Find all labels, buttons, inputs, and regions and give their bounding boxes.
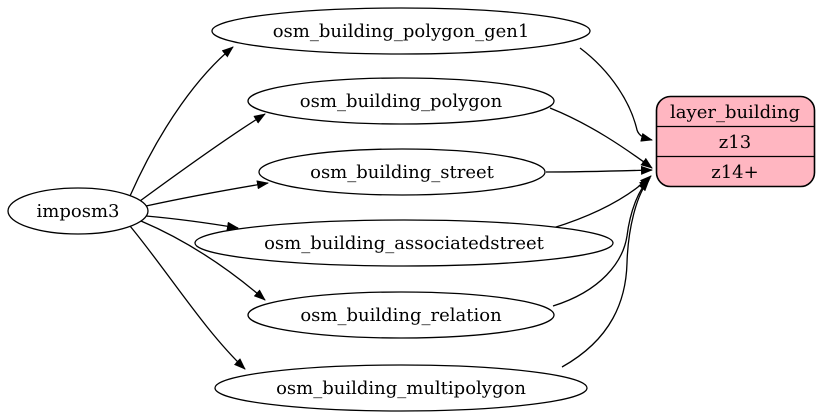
node-osm-building-polygon-shape xyxy=(247,77,555,125)
node-osm-building-multipolygon: osm_building_multipolygon xyxy=(214,364,588,412)
node-osm-building-street-label: osm_building_street xyxy=(310,162,495,183)
node-imposm3-label: imposm3 xyxy=(37,201,120,222)
node-osm-building-multipolygon-shape xyxy=(214,364,588,412)
node-osm-building-relation-label: osm_building_relation xyxy=(300,305,502,326)
node-osm-building-relation: osm_building_relation xyxy=(247,291,555,339)
node-layer-building-shape xyxy=(655,95,816,188)
edge-imposm3-to-osm-building-street xyxy=(145,180,269,207)
edge-imposm3-to-osm-building-associatedstreet xyxy=(145,215,239,231)
layer-building-title: layer_building xyxy=(670,102,800,123)
edge-osm-building-polygon-to-z14 xyxy=(549,107,653,169)
node-osm-building-polygon: osm_building_polygon xyxy=(247,77,555,125)
layer-building-row-z13-label: z13 xyxy=(719,132,751,153)
edge-imposm3-to-osm-building-multipolygon xyxy=(129,225,246,370)
node-osm-building-polygon-gen1-label: osm_building_polygon_gen1 xyxy=(273,21,530,42)
node-osm-building-polygon-gen1: osm_building_polygon_gen1 xyxy=(211,7,591,55)
edge-osm-building-polygon-gen1-to-z13 xyxy=(579,47,653,142)
node-osm-building-multipolygon-label: osm_building_multipolygon xyxy=(276,378,526,399)
edge-imposm3-to-osm-building-relation xyxy=(140,220,266,301)
node-osm-building-associatedstreet: osm_building_associatedstreet xyxy=(194,219,614,267)
node-osm-building-polygon-gen1-shape xyxy=(211,7,591,55)
edge-osm-building-street-to-z14 xyxy=(545,165,653,175)
node-layer-building: layer_building z13 z14+ xyxy=(655,95,816,188)
node-imposm3-shape xyxy=(7,187,149,235)
edge-imposm3-to-osm-building-polygon-gen1 xyxy=(129,46,234,197)
edge-osm-building-multipolygon-to-z14 xyxy=(561,179,650,368)
node-osm-building-associatedstreet-label: osm_building_associatedstreet xyxy=(264,233,545,254)
node-osm-building-street: osm_building_street xyxy=(258,148,546,196)
edge-osm-building-associatedstreet-to-z14 xyxy=(552,175,652,229)
edge-imposm3-to-osm-building-polygon xyxy=(139,113,266,202)
node-imposm3: imposm3 xyxy=(7,187,149,235)
layer-building-row-z14-label: z14+ xyxy=(711,162,758,183)
node-osm-building-street-shape xyxy=(258,148,546,196)
node-osm-building-relation-shape xyxy=(247,291,555,339)
node-osm-building-associatedstreet-shape xyxy=(194,219,614,267)
node-osm-building-polygon-label: osm_building_polygon xyxy=(300,91,503,112)
edge-osm-building-relation-to-z14 xyxy=(552,177,651,307)
